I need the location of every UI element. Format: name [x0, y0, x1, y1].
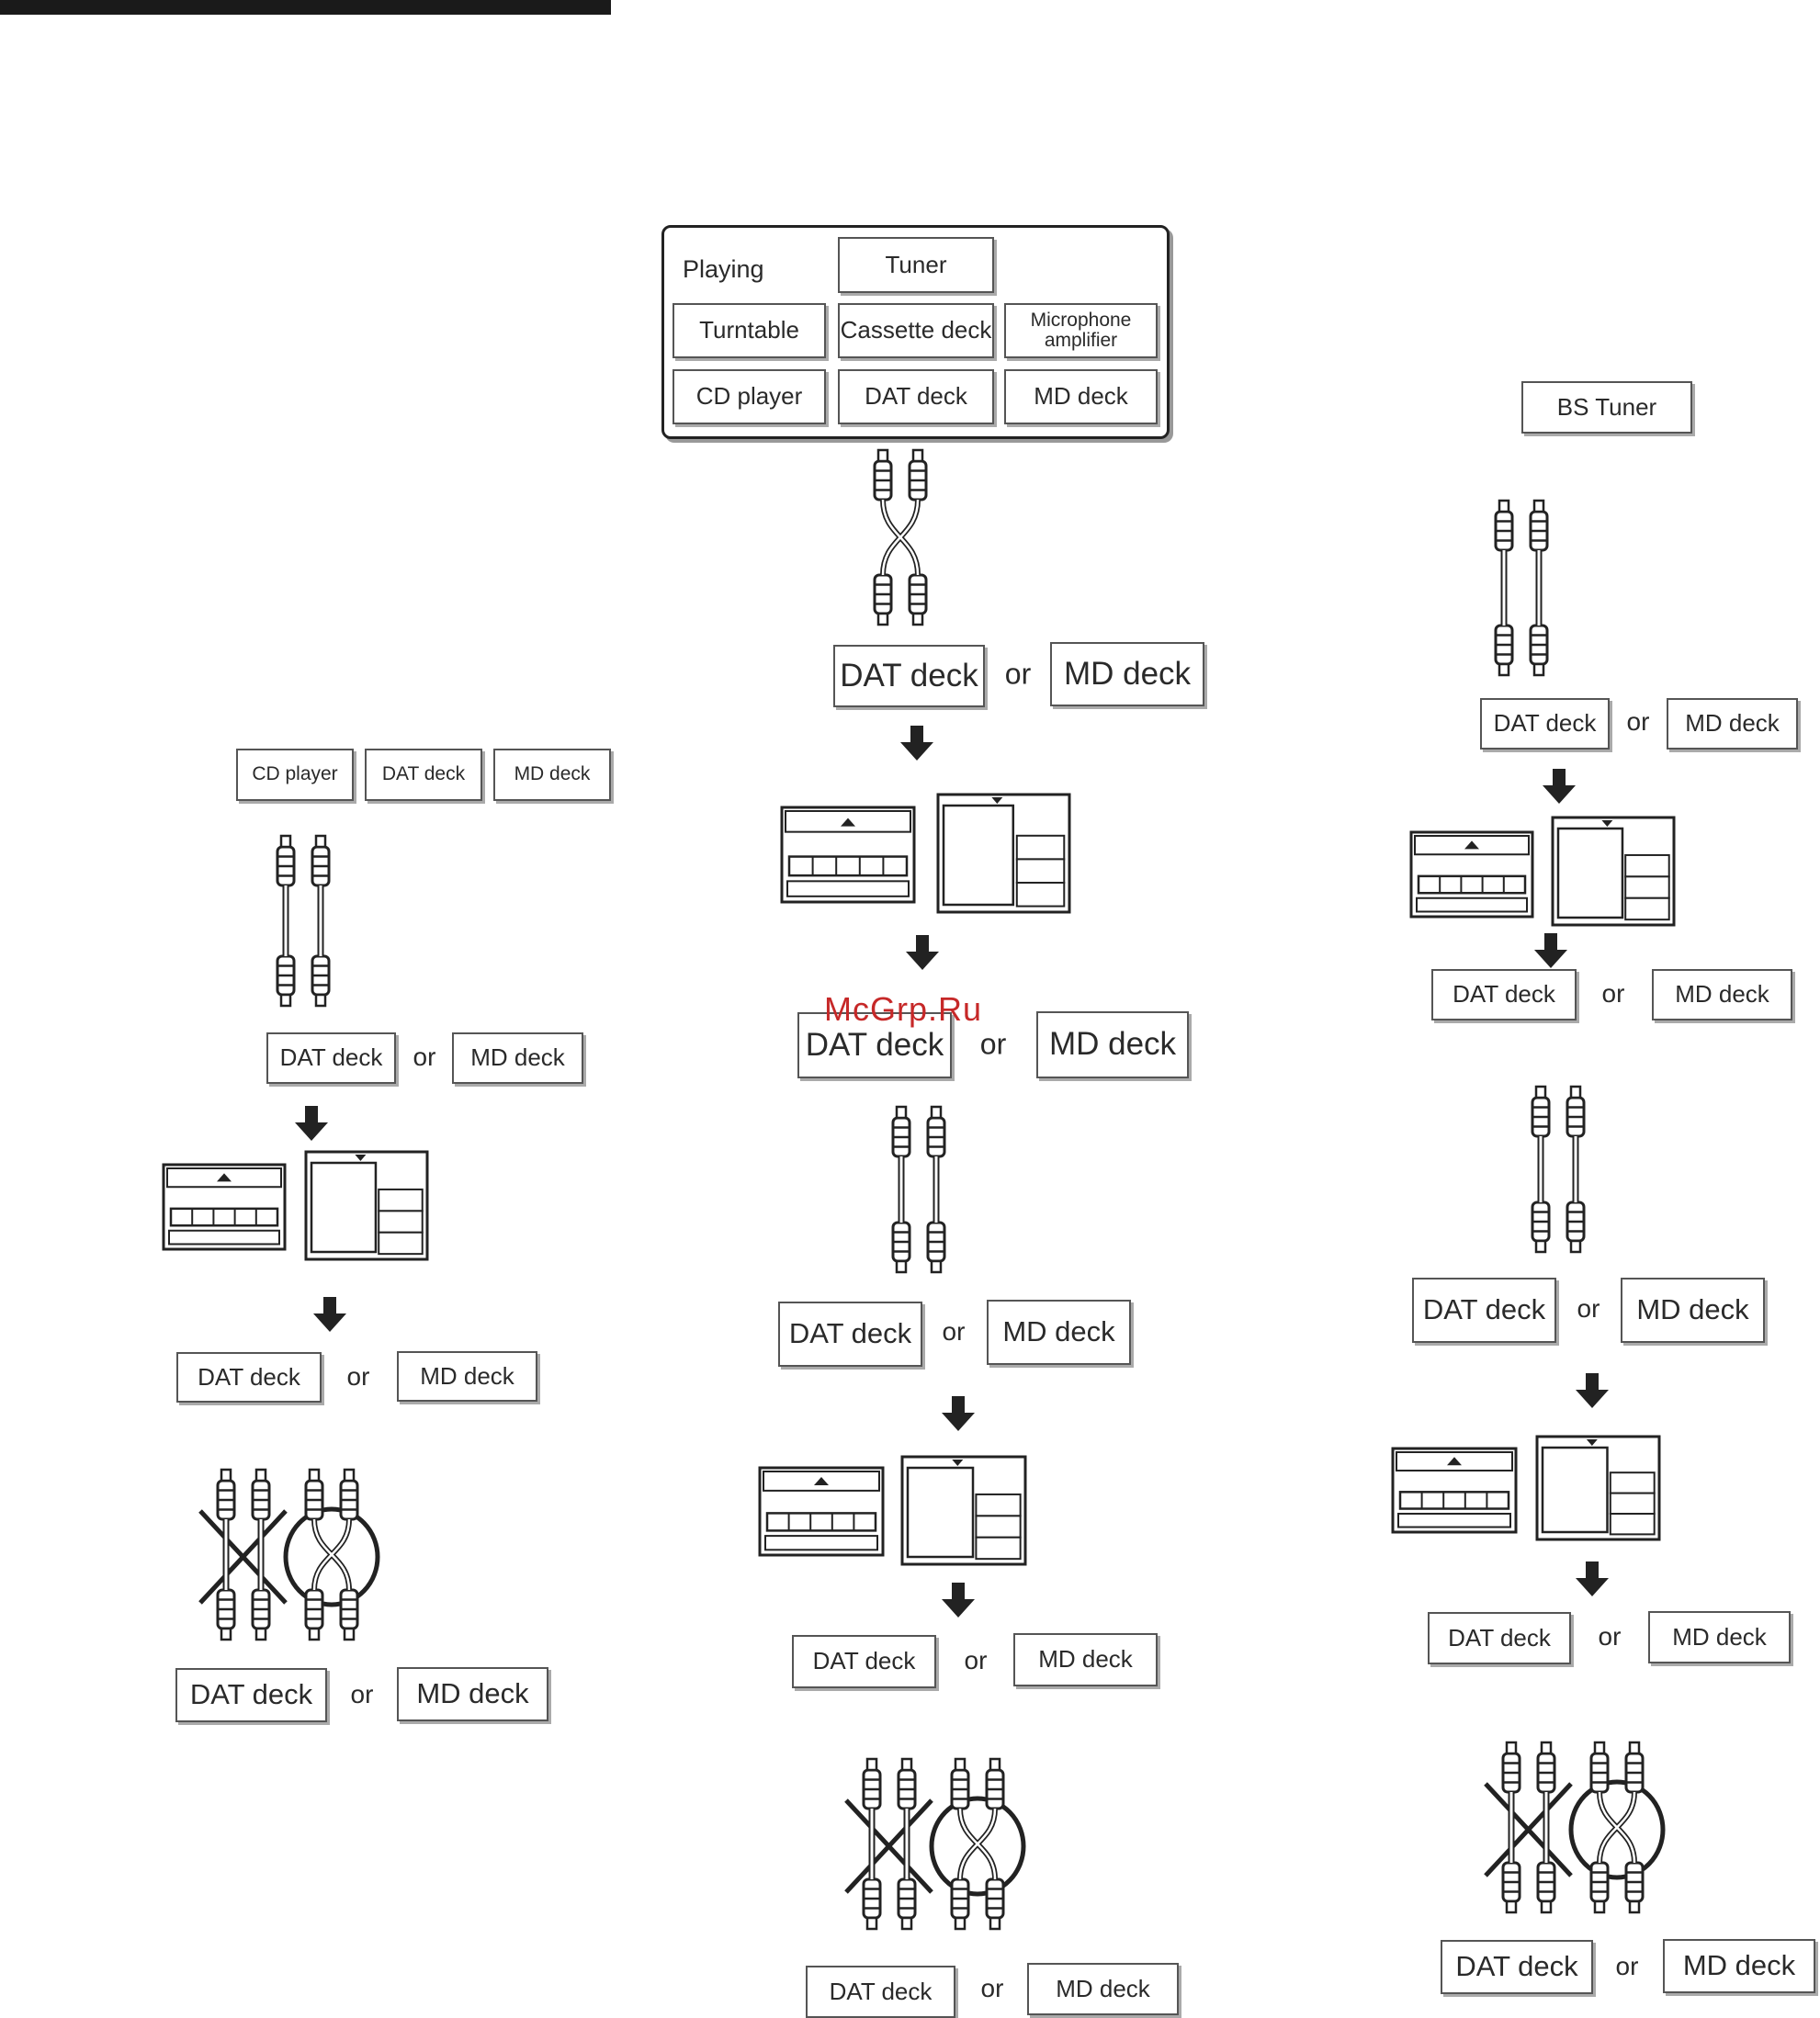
l-md-deck-top: MD deck [493, 749, 611, 801]
polarity-center-crossed [950, 1757, 1005, 1931]
arrow-left-1 [295, 1106, 328, 1141]
c2-md-deck: MD deck [1036, 1011, 1189, 1078]
c4-dat-deck: DAT deck [792, 1635, 936, 1688]
l2-md-deck: MD deck [397, 1351, 537, 1402]
source-cd-player: CD player [673, 369, 826, 424]
polarity-left-crossed [304, 1468, 359, 1641]
c1-dat-deck: DAT deck [833, 645, 985, 707]
c5-or: or [980, 1974, 1004, 2002]
recorder-left-1 [304, 1150, 429, 1261]
c3-dat-deck: DAT deck [778, 1302, 922, 1367]
arrow-center-1 [900, 726, 933, 761]
c1-or: or [1004, 657, 1032, 691]
polarity-left-straight [216, 1468, 271, 1641]
deck-right-2 [1391, 1447, 1518, 1534]
recorder-right-1 [1551, 816, 1676, 927]
r3-md-deck: MD deck [1621, 1278, 1765, 1343]
c5-md-deck: MD deck [1027, 1963, 1179, 2015]
polarity-center-straight [862, 1757, 917, 1931]
deck-left-1 [162, 1163, 287, 1251]
r2-dat-deck: DAT deck [1431, 969, 1577, 1020]
c4-or: or [964, 1646, 988, 1674]
l3-or: or [350, 1680, 374, 1708]
r1-or: or [1626, 707, 1650, 736]
source-dat-deck: DAT deck [838, 369, 994, 424]
l1-dat-deck: DAT deck [266, 1032, 396, 1084]
arrow-left-2 [313, 1297, 346, 1332]
r4-md-deck: MD deck [1648, 1611, 1791, 1663]
c2-or: or [979, 1027, 1007, 1061]
l-cd-player: CD player [236, 749, 354, 801]
c3-md-deck: MD deck [987, 1300, 1131, 1365]
arrow-center-2 [906, 935, 939, 970]
r4-or: or [1598, 1622, 1622, 1651]
arrow-center-4 [942, 1583, 975, 1618]
r1-md-deck: MD deck [1667, 698, 1798, 750]
recorder-center-1 [936, 793, 1071, 914]
l2-dat-deck: DAT deck [176, 1352, 322, 1403]
r1-dat-deck: DAT deck [1480, 698, 1610, 750]
r-bs-tuner: BS Tuner [1521, 381, 1692, 434]
arrow-center-3 [942, 1396, 975, 1431]
source-turntable: Turntable [673, 303, 826, 358]
header-rule [0, 0, 611, 15]
polarity-right [1484, 1779, 1666, 1880]
source-microphone-amplifier: Microphone amplifier [1004, 303, 1158, 358]
recorder-right-2 [1535, 1435, 1661, 1541]
arrow-right-4 [1576, 1561, 1609, 1596]
cable-right-top [1494, 499, 1549, 677]
playing-label: Playing [683, 255, 764, 283]
c4-md-deck: MD deck [1013, 1633, 1158, 1686]
source-md-deck: MD deck [1004, 369, 1158, 424]
r3-dat-deck: DAT deck [1412, 1278, 1556, 1343]
c5-dat-deck: DAT deck [806, 1966, 955, 2018]
c3-or: or [942, 1317, 966, 1346]
l-dat-deck-top: DAT deck [365, 749, 482, 801]
r5-dat-deck: DAT deck [1441, 1940, 1593, 1994]
arrow-right-1 [1543, 769, 1576, 804]
polarity-center [844, 1796, 1026, 1897]
l3-md-deck: MD deck [397, 1667, 548, 1721]
polarity-right-crossed [1589, 1741, 1645, 1914]
r2-md-deck: MD deck [1652, 969, 1792, 1020]
l3-dat-deck: DAT deck [175, 1668, 327, 1722]
source-tuner: Tuner [838, 237, 994, 293]
l1-md-deck: MD deck [452, 1032, 583, 1084]
cable-right-mid [1531, 1085, 1586, 1254]
watermark: McGrp.Ru [824, 990, 983, 1028]
deck-center-2 [758, 1466, 885, 1557]
r3-or: or [1577, 1294, 1600, 1323]
polarity-left [198, 1506, 380, 1607]
r5-or: or [1615, 1952, 1639, 1980]
recorder-center-2 [900, 1455, 1027, 1566]
deck-center-1 [780, 806, 916, 904]
deck-right-1 [1409, 830, 1534, 919]
l1-or: or [413, 1043, 436, 1071]
l2-or: or [346, 1362, 370, 1391]
cable-left-top [276, 834, 331, 1008]
r2-or: or [1601, 979, 1625, 1008]
cable-center-top [873, 448, 928, 626]
c1-md-deck: MD deck [1050, 642, 1204, 706]
r5-md-deck: MD deck [1663, 1939, 1815, 1993]
source-cassette-deck: Cassette deck [838, 303, 994, 358]
polarity-right-straight [1501, 1741, 1556, 1914]
arrow-right-2 [1534, 933, 1567, 968]
r4-dat-deck: DAT deck [1428, 1612, 1571, 1664]
c2-dat-deck: DAT deck [797, 1012, 952, 1078]
arrow-right-3 [1576, 1373, 1609, 1408]
cable-center-mid [891, 1105, 946, 1274]
